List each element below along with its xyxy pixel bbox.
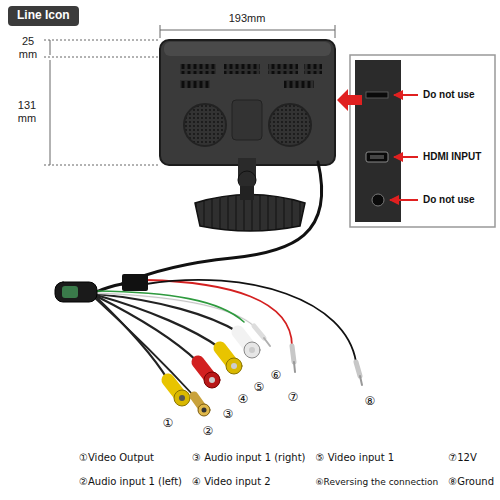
key-entry: ④ Video input 2 bbox=[192, 476, 271, 488]
callout-number: ③ bbox=[223, 408, 234, 422]
key-entry: ⑦12V bbox=[448, 452, 477, 464]
monitor-stand bbox=[195, 158, 305, 231]
dimension-label: 131 mm bbox=[13, 99, 41, 124]
port-inset bbox=[350, 55, 495, 227]
callout-number: ② bbox=[203, 425, 214, 439]
key-entry: ⑤ Video input 1 bbox=[316, 452, 395, 464]
key-entry: ②Audio input 1 (left) bbox=[79, 476, 182, 488]
pointer-arrow bbox=[337, 89, 362, 111]
port-label: Do not use bbox=[422, 89, 476, 101]
title-badge: Line Icon bbox=[8, 6, 79, 26]
key-entry: ①Video Output bbox=[79, 452, 154, 464]
rca-plugs bbox=[168, 326, 362, 416]
port-label: HDMI INPUT bbox=[422, 151, 482, 163]
port-label: Do not use bbox=[422, 194, 476, 206]
callout-number: ⑧ bbox=[365, 395, 376, 409]
monitor bbox=[160, 40, 335, 165]
callout-number: ⑦ bbox=[288, 391, 299, 405]
cable-harness bbox=[55, 162, 356, 396]
callout-number: ④ bbox=[238, 393, 249, 407]
key-entry: ③ Audio input 1 (right) bbox=[192, 452, 306, 464]
key-entry: ⑧Ground bbox=[448, 476, 494, 488]
dimension-label: 193mm bbox=[228, 12, 267, 25]
key-entry: ⑥Reversing the connection bbox=[316, 477, 439, 487]
callout-number: ⑤ bbox=[254, 381, 265, 395]
dimension-label: 25 mm bbox=[14, 35, 42, 60]
callout-number: ① bbox=[163, 417, 174, 431]
callout-number: ⑥ bbox=[271, 369, 282, 383]
dimension-lines bbox=[44, 25, 335, 165]
